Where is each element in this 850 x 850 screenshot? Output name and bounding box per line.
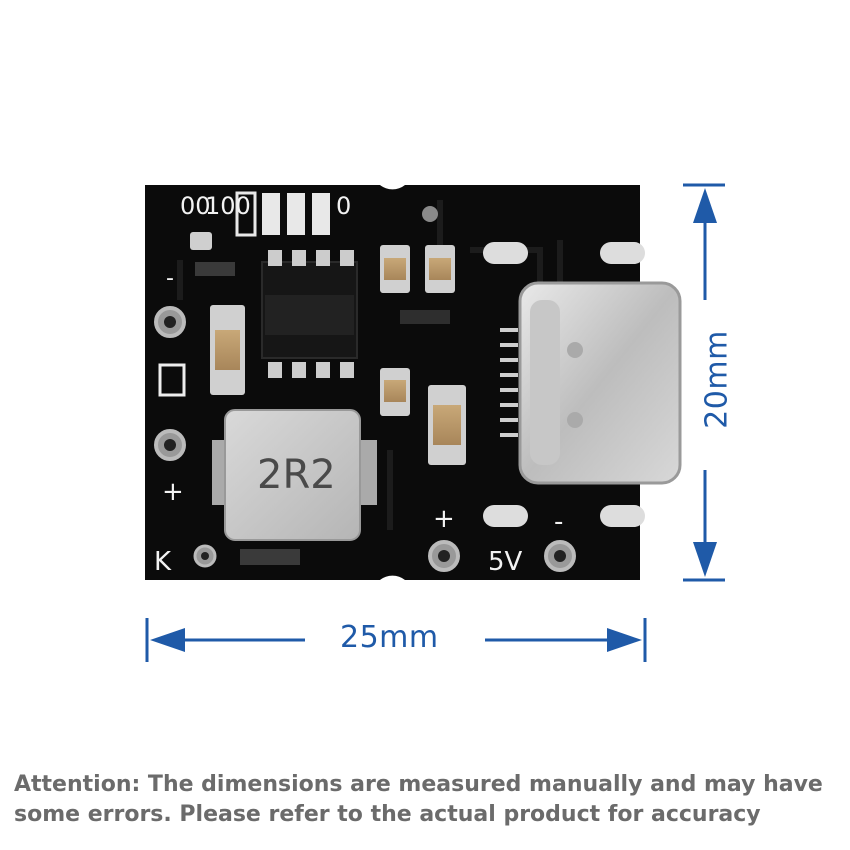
silk-5v: 5V bbox=[488, 547, 523, 577]
led-bar bbox=[235, 191, 438, 237]
usb-c-connector bbox=[483, 242, 682, 527]
height-label: 20mm bbox=[699, 330, 735, 429]
silk-minus-left: - bbox=[166, 266, 174, 291]
height-dimension-arrow bbox=[683, 183, 725, 582]
silk-minus-out: - bbox=[554, 507, 563, 537]
note-line-2: some errors. Please refer to the actual … bbox=[14, 802, 761, 827]
silk-led-mid: 100 bbox=[205, 192, 251, 220]
silk-led-right: 0 bbox=[336, 192, 351, 220]
attention-note: Attention: The dimensions are measured m… bbox=[14, 770, 834, 830]
ic-chip bbox=[261, 250, 358, 378]
note-line-1: Attention: The dimensions are measured m… bbox=[14, 772, 823, 797]
width-dimension-arrow bbox=[145, 618, 647, 662]
silk-plus-left: + bbox=[162, 477, 184, 507]
inductor bbox=[212, 409, 377, 541]
silk-k: K bbox=[154, 547, 172, 577]
width-label: 25mm bbox=[340, 620, 439, 655]
inductor-marking: 2R2 bbox=[257, 452, 336, 498]
silk-led-left: 00 bbox=[180, 192, 211, 220]
silk-plus-out: + bbox=[433, 504, 455, 534]
